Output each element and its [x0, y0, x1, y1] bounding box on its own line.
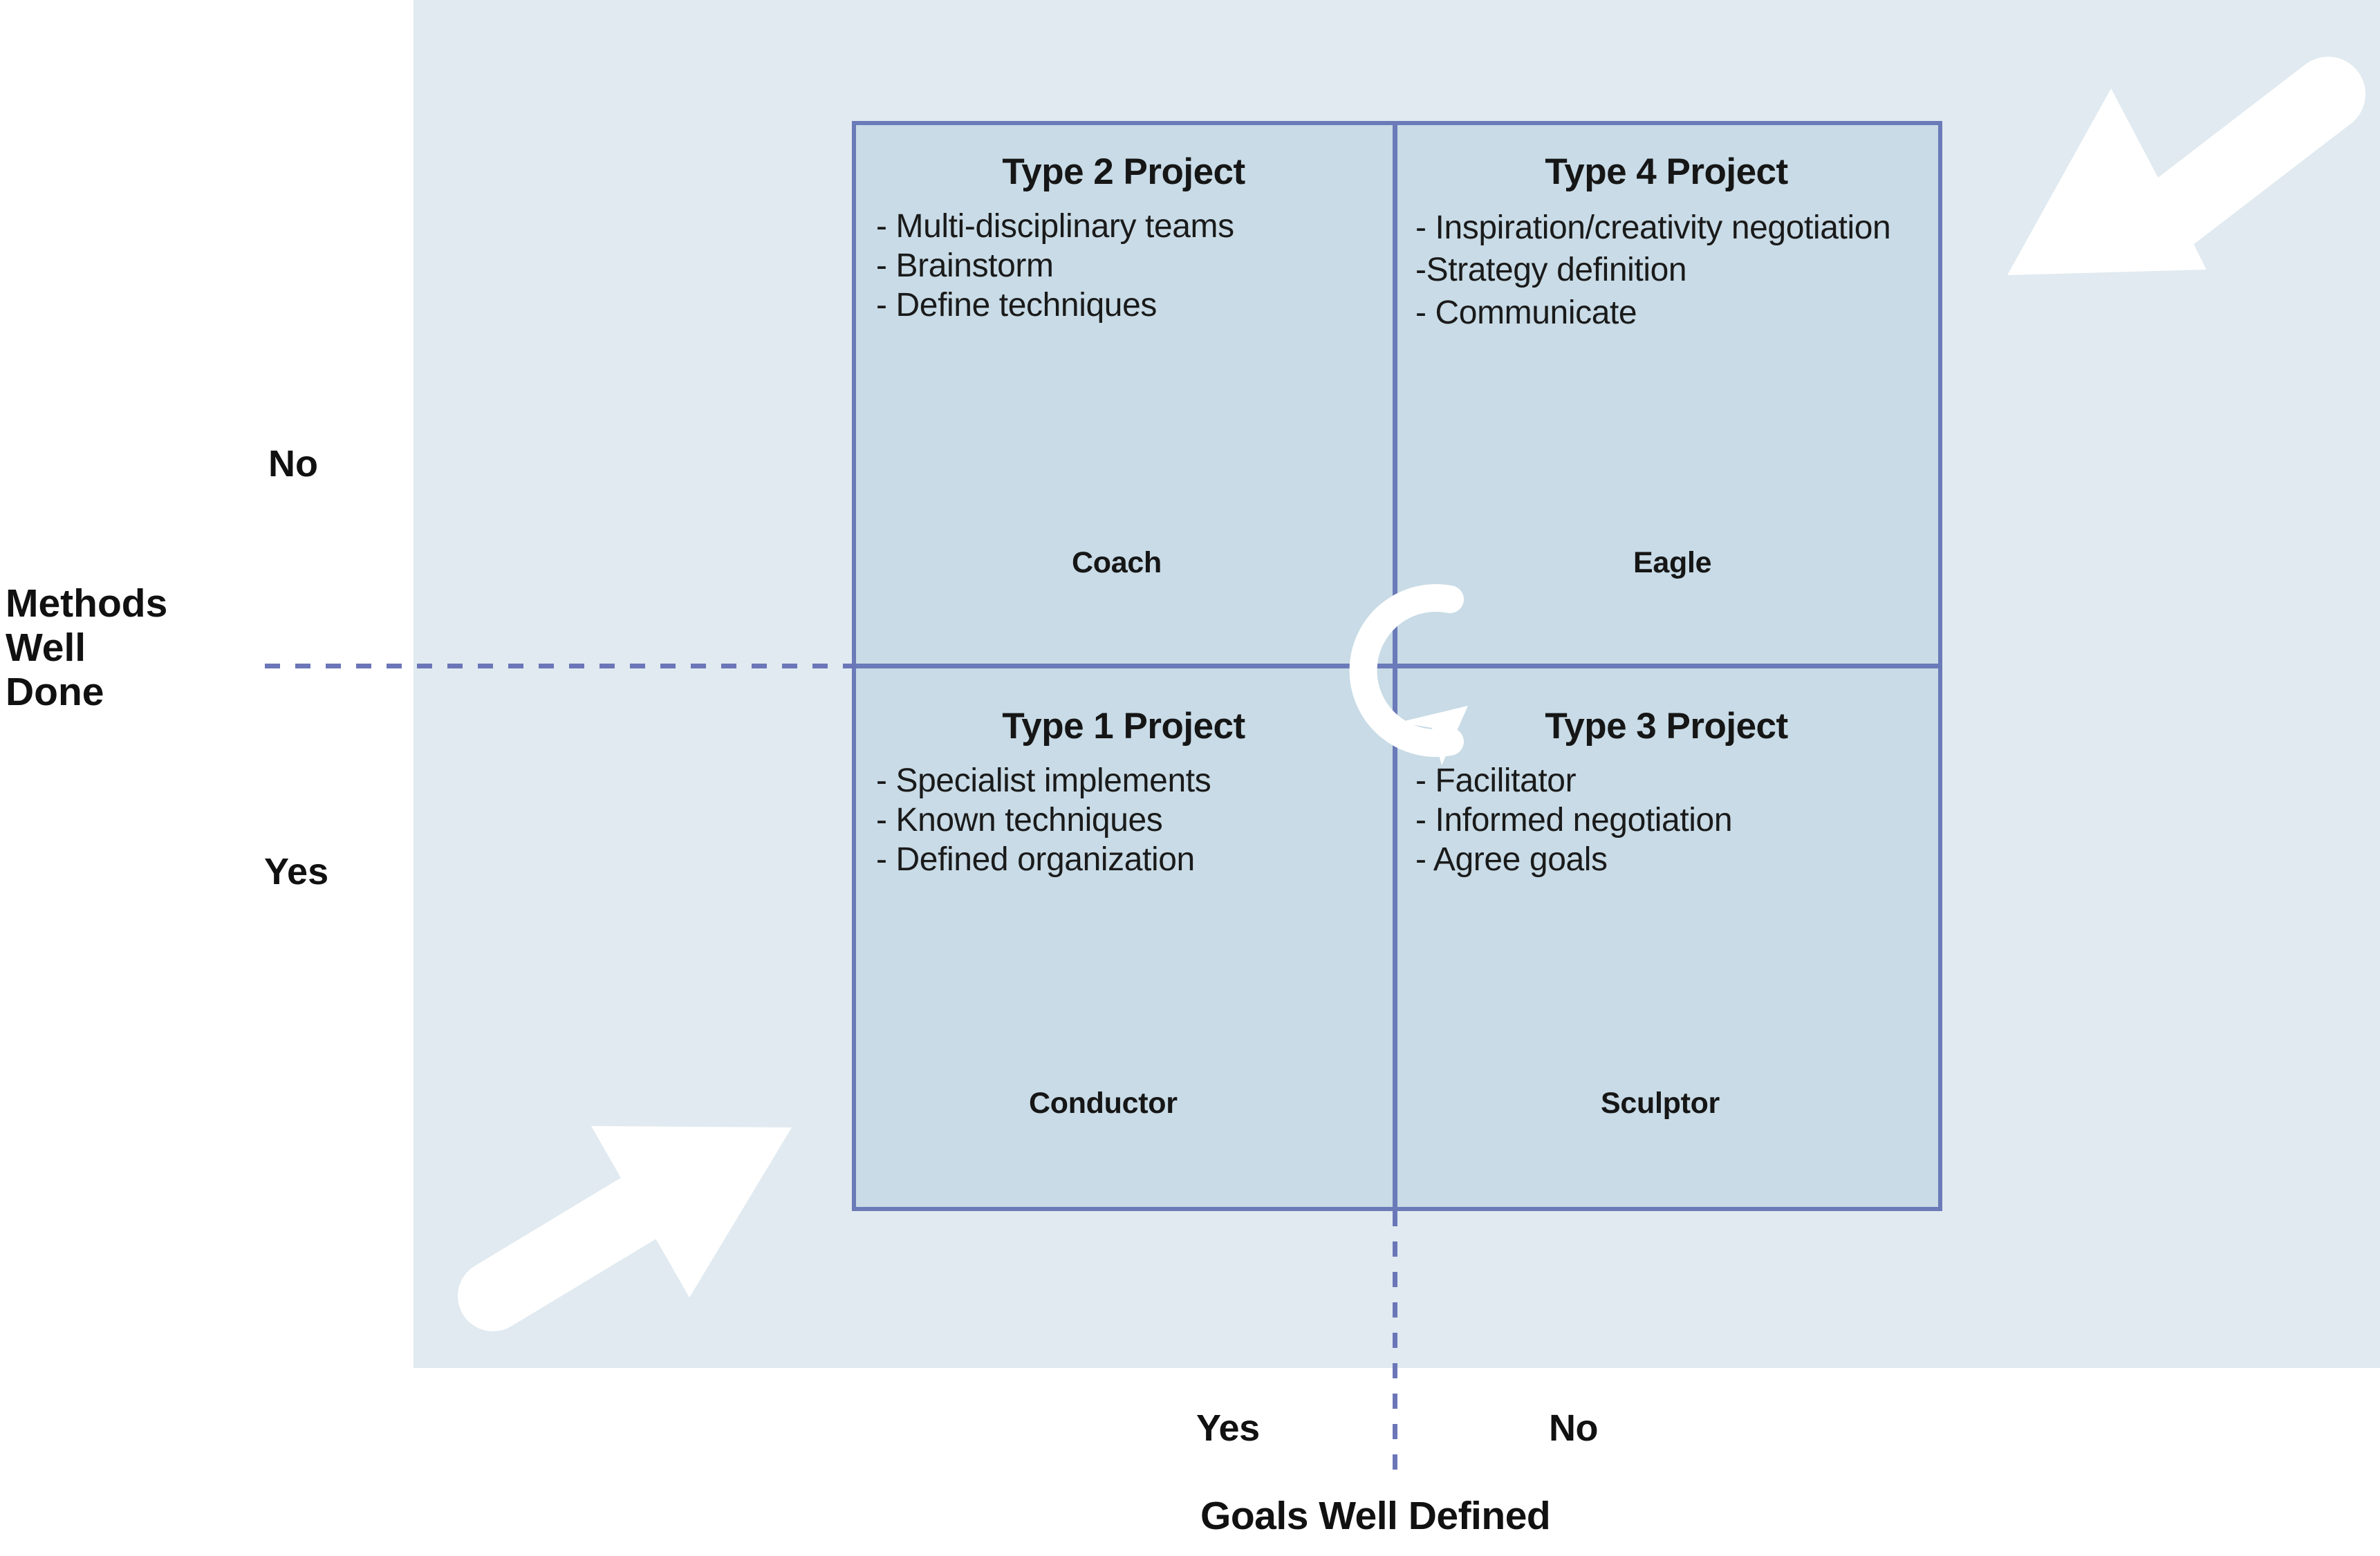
quadrant-type3-bullets: - Facilitator - Informed negotiation - A… [1415, 761, 1933, 879]
quadrant-type4-bullets: - Inspiration/creativity negotiation -St… [1415, 207, 1933, 334]
quadrant-type1[interactable]: Type 1 Project - Specialist implements -… [861, 705, 1386, 879]
quadrant-type3-role-label: Sculptor [1601, 1087, 1720, 1120]
y-axis-tick-no: No [268, 443, 318, 485]
list-item: - Brainstorm [876, 247, 1054, 285]
list-item: -Strategy definition [1415, 252, 1687, 289]
quadrant-type4-role-label: Eagle [1633, 546, 1712, 579]
list-item: - Specialist implements [876, 762, 1211, 799]
vertical-dashed-guide [1393, 1211, 1397, 1472]
quadrant-type2[interactable]: Type 2 Project - Multi-disciplinary team… [861, 151, 1386, 325]
quadrant-type3-title: Type 3 Project [1545, 706, 1788, 747]
arrow-up-right-icon [458, 1126, 792, 1331]
circular-arrow-icon [1349, 584, 1468, 765]
list-item: - Multi-disciplinary teams [876, 208, 1234, 245]
y-axis-label: Methods Well Done [6, 581, 168, 714]
quadrant-type2-bullets: - Multi-disciplinary teams - Brainstorm … [876, 207, 1386, 325]
list-item: - Known techniques [876, 802, 1163, 839]
list-item: - Defined organization [876, 841, 1195, 879]
x-axis-tick-no: No [1549, 1407, 1598, 1449]
x-axis-label: Goals Well Defined [1200, 1494, 1551, 1538]
list-item: - Inspiration/creativity negotiation [1415, 209, 1891, 246]
arrow-down-left-icon [2007, 57, 2365, 275]
list-item: - Agree goals [1415, 841, 1608, 879]
matrix-horizontal-divider [852, 664, 1942, 668]
list-item: - Informed negotiation [1415, 802, 1733, 839]
quadrant-type1-role-label: Conductor [1029, 1087, 1178, 1120]
list-item: - Communicate [1415, 294, 1637, 331]
y-axis-tick-yes: Yes [264, 851, 329, 892]
quadrant-type2-role-label: Coach [1072, 546, 1162, 579]
x-axis-tick-yes: Yes [1196, 1407, 1260, 1449]
horizontal-dashed-guide [265, 664, 856, 668]
quadrant-type3[interactable]: Type 3 Project - Facilitator - Informed … [1400, 705, 1933, 879]
list-item: - Facilitator [1415, 762, 1577, 799]
list-item: - Define techniques [876, 287, 1157, 324]
y-axis-label-line-1: Methods [6, 581, 168, 626]
quadrant-type1-title: Type 1 Project [1002, 706, 1245, 747]
quadrant-type1-bullets: - Specialist implements - Known techniqu… [876, 761, 1386, 879]
y-axis-label-line-3: Done [6, 669, 104, 714]
quadrant-type4[interactable]: Type 4 Project - Inspiration/creativity … [1400, 151, 1933, 334]
quadrant-type4-title: Type 4 Project [1545, 151, 1788, 192]
quadrant-type2-title: Type 2 Project [1002, 151, 1245, 192]
y-axis-label-line-2: Well [6, 625, 86, 670]
